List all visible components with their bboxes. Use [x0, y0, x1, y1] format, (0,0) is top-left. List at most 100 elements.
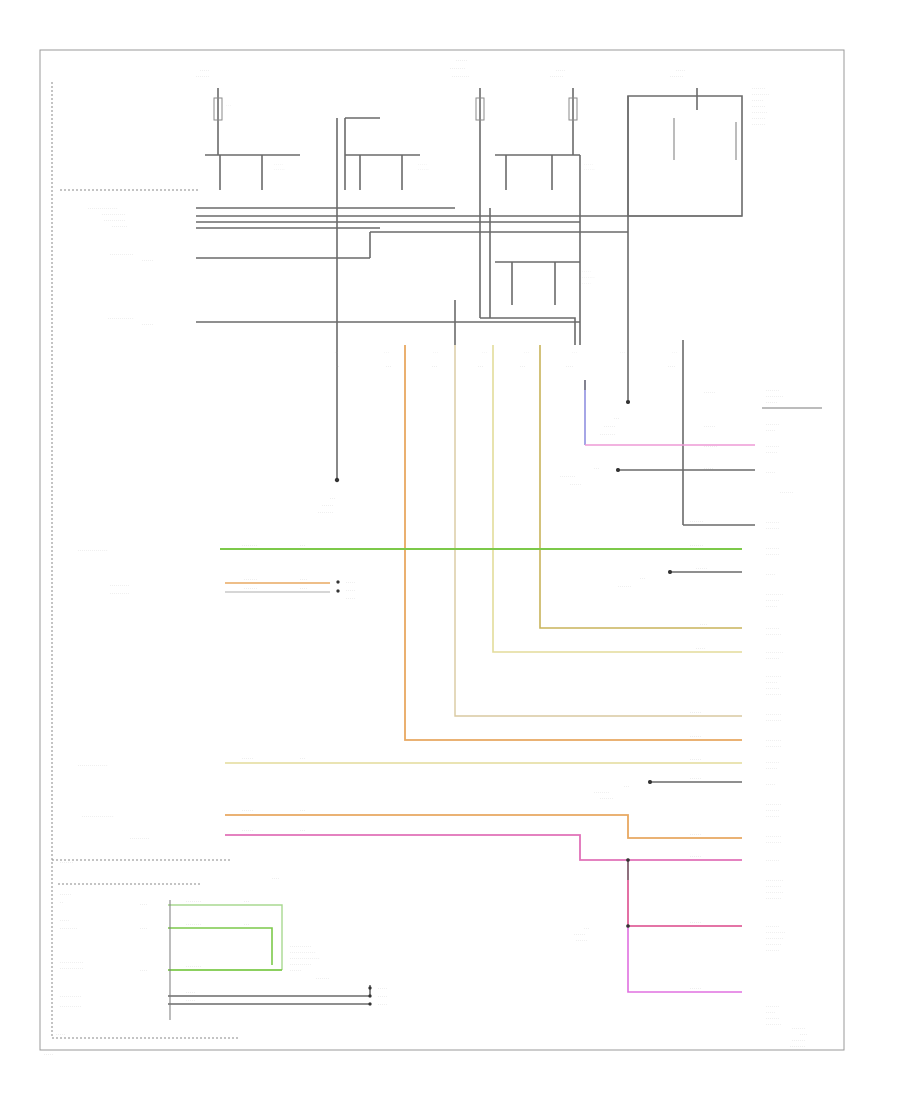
wire-tan-vertical [454, 345, 742, 717]
svg-text:· · · · · · · ·: · · · · · · · · [242, 544, 257, 548]
svg-text:· · · · · · ·: · · · · · · · [766, 657, 779, 661]
svg-text:· · · · · · · ·: · · · · · · · · [766, 1023, 781, 1027]
svg-text:· · · · · · · ·: · · · · · · · · [766, 633, 781, 637]
svg-text:· · · · ·: · · · · · [56, 1033, 65, 1037]
svg-text:· · · · · · ·: · · · · · · · [752, 117, 765, 121]
svg-text:· · · · · · · ·: · · · · · · · · [766, 835, 781, 839]
ground-left: · · · · · · · · · · · · · · · · · [318, 477, 340, 515]
svg-text:· · ·: · · · [300, 544, 305, 548]
ground-center-right: · · · · · · · · · · · · · · · · · [560, 467, 755, 487]
svg-text:· · · · · ·: · · · · · · [704, 425, 715, 429]
svg-text:· · · · · ·: · · · · · · [696, 567, 707, 571]
svg-text:· · · · · ·: · · · · · · [242, 757, 253, 761]
svg-text:· · · ·: · · · · [800, 1033, 807, 1037]
svg-text:· · · · ·: · · · · · [378, 995, 387, 999]
fuse-block-3: · · · · · · · · · · · · [550, 69, 578, 155]
left-labels-lower: · · · · · · · · · · · · · · · · · · · · … [60, 549, 149, 865]
svg-text:· · · · · · · ·: · · · · · · · · [560, 475, 575, 479]
svg-text:· · · · · · ·: · · · · · · · [766, 521, 779, 525]
svg-text:· · · · · ·: · · · · · · [690, 711, 701, 715]
svg-text:· · ·: · · · [386, 365, 391, 369]
svg-text:· · · · ·: · · · · · [186, 999, 195, 1003]
svg-text:· · · · · · · · · · · · · · ·: · · · · · · · · · · · · · · · [290, 957, 319, 961]
svg-text:· · · · · · · · · ·: · · · · · · · · · · [110, 584, 129, 588]
svg-text:· · · · · · · · ·: · · · · · · · · · [752, 93, 769, 97]
fuse-block-1: · · · · · · · · · · · · · · · [196, 69, 231, 155]
svg-text:· · · · · ·: · · · · · · [570, 483, 581, 487]
wire-pink-drop [627, 860, 742, 927]
svg-text:· · · · · · · ·: · · · · · · · · [766, 803, 781, 807]
svg-text:· · · · · · · ·: · · · · · · · · [766, 693, 781, 697]
svg-text:· · · · ·: · · · · · [378, 1003, 387, 1007]
svg-text:· · · · · · · · · · · · ·: · · · · · · · · · · · · · [290, 951, 315, 955]
svg-text:· · · · · ·: · · · · · · [752, 99, 763, 103]
svg-text:· · · · · · ·: · · · · · · · [766, 423, 779, 427]
svg-text:· · · · · · · · · · · ·: · · · · · · · · · · · · [110, 253, 133, 257]
svg-text:· · ·: · · · [640, 577, 645, 581]
svg-text:· · · · · · ·: · · · · · · · [766, 527, 779, 531]
svg-text:· · · · · · · · · · · ·: · · · · · · · · · · · · [102, 213, 125, 217]
svg-text:· · · · · · · ·: · · · · · · · · [318, 511, 333, 515]
svg-text:· · · · · · · ·: · · · · · · · · [766, 675, 781, 679]
svg-text:· · · · · ·: · · · · · · [690, 735, 701, 739]
svg-text:· · · · ·: · · · · · [696, 647, 705, 651]
svg-text:· ·: · · [60, 901, 63, 905]
svg-text:· · · · · · · · ·: · · · · · · · · · [766, 891, 783, 895]
svg-text:· · · · · · · · · · ·: · · · · · · · · · · · [290, 945, 311, 949]
svg-text:· · · · · ·: · · · · · · [576, 939, 587, 943]
svg-text:· · · · · · · ·: · · · · · · · · [766, 713, 781, 717]
svg-text:· · · · · · ·: · · · · · · · [752, 123, 765, 127]
svg-text:· · ·: · · · [226, 103, 231, 107]
left-labels: · · · · · · · · · · · · · · · · · · · · … [88, 207, 153, 327]
svg-text:· · · · · · · · ·: · · · · · · · · · [766, 879, 783, 883]
svg-text:· · · · · · · ·: · · · · · · · · [766, 943, 781, 947]
svg-text:· · · · · · ·: · · · · · · · [766, 599, 779, 603]
svg-text:· · · ·: · · · · [140, 903, 147, 907]
svg-text:· · · · · · · · ·: · · · · · · · · · [766, 937, 783, 941]
connector-stubs: · · · · · · · · · · · · · · · [336, 580, 355, 601]
svg-text:· · ·: · · · [433, 350, 438, 354]
svg-text:· · · · ·: · · · · · [346, 581, 355, 585]
svg-text:· · · · · · ·: · · · · · · · [792, 1027, 805, 1031]
relay-box-right: · · · · · · · · · · · · · · · · · · · · … [627, 87, 769, 217]
svg-text:· · · · ·: · · · · · [378, 987, 387, 991]
svg-text:· · ·: · · · [624, 785, 629, 789]
svg-text:· · · · · · · · · · ·: · · · · · · · · · · · [60, 1005, 81, 1009]
svg-text:· · · · ·: · · · · · [766, 429, 775, 433]
svg-text:· · ·: · · · [244, 923, 249, 927]
splice-labels: · · · · · · · · · · · · · · · [574, 858, 630, 943]
relay-row-upper: · · · · · · · · · · · · · · · · · · · · … [205, 117, 595, 190]
svg-text:· · · · · ·: · · · · · · [584, 167, 595, 171]
svg-text:· · ·: · · · [330, 497, 335, 501]
svg-text:· · · · · · · ·: · · · · · · · · [766, 719, 781, 723]
svg-text:· · · · · · ·: · · · · · · · [60, 861, 73, 865]
svg-text:· · · · · · ·: · · · · · · · [244, 587, 257, 591]
wire-pink-lower [225, 834, 742, 861]
svg-text:· · · · ·: · · · · · [766, 471, 775, 475]
svg-text:· · · · · ·: · · · · · · [690, 921, 701, 925]
fuse-block-4: · · · · · · · · · · · · [670, 69, 698, 110]
svg-text:· · · · · · ·: · · · · · · · [766, 1017, 779, 1021]
fuse-block-2: · · · · · · · · · · · · · · · · · · · · … [450, 59, 485, 155]
svg-text:· · · · · ·: · · · · · · [690, 833, 701, 837]
svg-text:· · · · · · · ·: · · · · · · · · [594, 791, 609, 795]
svg-text:· · · · · · · · · · · ·: · · · · · · · · · · · · [60, 967, 83, 971]
svg-text:· · · · ·: · · · · · [704, 467, 713, 471]
svg-text:· · · ·: · · · · [700, 623, 707, 627]
svg-text:· · · · · · ·: · · · · · · · [766, 949, 779, 953]
svg-text:· · · · · ·: · · · · · · [766, 605, 777, 609]
svg-text:· · ·: · · · [672, 350, 677, 354]
bottom-right-labels: · · · · · · · · · · · · · · · · · · · · … [790, 1027, 807, 1049]
svg-text:· · · · · · · ·: · · · · · · · · [766, 745, 781, 749]
svg-text:· · · · · · ·: · · · · · · · [752, 105, 765, 109]
svg-text:· · · · · · ·: · · · · · · · [618, 585, 631, 589]
vertical-trunks [336, 96, 755, 526]
svg-text:· · · · · · · · · · · · · · ·: · · · · · · · · · · · · · · · [88, 207, 117, 211]
svg-text:· · · · · · ·: · · · · · · · [766, 547, 779, 551]
svg-text:· · · · · ·: · · · · · · [322, 504, 333, 508]
svg-text:· · · · ·: · · · · · [200, 69, 209, 73]
svg-text:· · · · · · · ·: · · · · · · · · [766, 885, 781, 889]
svg-text:· · · · · · ·: · · · · · · · [766, 809, 779, 813]
wire-orange-vertical [404, 345, 742, 741]
svg-text:· · · · ·: · · · · · [766, 573, 775, 577]
